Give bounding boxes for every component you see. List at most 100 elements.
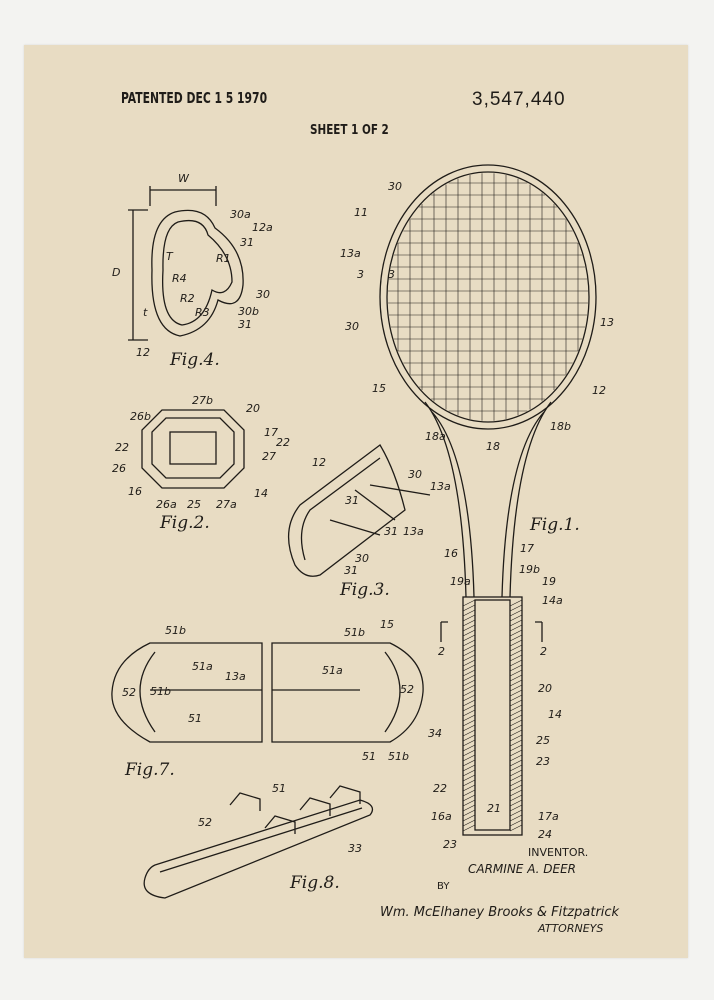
ref-numeral: 34 [428, 727, 442, 740]
grip-hatch-line [509, 819, 523, 827]
ref-numeral: 3 [388, 268, 395, 281]
grip-hatch-line [462, 739, 476, 747]
grip-hatch-line [509, 764, 523, 772]
grip-hatch-line [462, 794, 476, 802]
ref-numeral: 18 [486, 440, 500, 453]
grip-hatch-line [509, 689, 523, 697]
ref-numeral: 26 [112, 462, 126, 475]
fig4-label: Fig.4. [169, 350, 220, 370]
grip-hatch-line [462, 654, 476, 662]
fig4-cross-section: Fig.4. W 30a 12a 31 D T R1 R4 R2 R3 t 30… [112, 172, 273, 370]
grip-hatch-line [509, 629, 523, 637]
grip-hatch-line [462, 744, 476, 752]
ref-numeral: 15 [380, 618, 394, 631]
grip-hatch-line [509, 744, 523, 752]
ref-numeral: 12 [592, 384, 606, 397]
grip-hatch-line [509, 794, 523, 802]
ref-numeral: 27a [216, 498, 237, 511]
patent-number: 3,547,440 [472, 89, 566, 110]
grip-hatch-line [509, 639, 523, 647]
ref-numeral: 17 [264, 426, 278, 439]
grip-hatch-line [462, 709, 476, 717]
ref-numeral: 20 [538, 682, 552, 695]
grip-hatch-line [462, 749, 476, 757]
racket-strings [388, 173, 588, 421]
grip-hatch-line [509, 619, 523, 627]
ref-numeral: T [166, 250, 174, 263]
ref-numeral: 51b [344, 626, 365, 639]
grip-hatch-line [509, 679, 523, 687]
ref-numeral: 24 [538, 828, 552, 841]
fig3-label: Fig.3. [339, 580, 390, 600]
grip-hatch-line [462, 624, 476, 632]
grip-hatch-line [462, 814, 476, 822]
grip-hatch-line [462, 604, 476, 612]
grip-hatch-line [509, 739, 523, 747]
grip-hatch-line [509, 699, 523, 707]
grip-hatch-line [509, 704, 523, 712]
grip-hatch-line [462, 614, 476, 622]
ref-numeral: 14 [254, 487, 268, 500]
by-label: BY [437, 881, 450, 892]
grip-hatch-line [509, 769, 523, 777]
ref-numeral: D [112, 266, 120, 279]
fig7-frame-joint: Fig.7. 51b 51b 15 51a 13a 51a 52 51b 52 … [111, 618, 442, 780]
ref-numeral: 31 [345, 494, 359, 507]
grip-hatch-line [509, 724, 523, 732]
grip-hatch-line [509, 749, 523, 757]
grip-hatch-line [462, 789, 476, 797]
grip-hatch-line [462, 764, 476, 772]
grip-hatch-line [462, 714, 476, 722]
ref-numeral: 16a [431, 810, 452, 823]
ref-numeral: 14 [548, 708, 562, 721]
ref-numeral: 13 [600, 316, 614, 329]
grip-hatch-line [462, 759, 476, 767]
grip-hatch-line [462, 609, 476, 617]
ref-numeral: 21 [487, 802, 501, 815]
ref-numeral: 15 [372, 382, 386, 395]
ref-numeral: 25 [536, 734, 550, 747]
ref-numeral: 51b [150, 685, 171, 698]
ref-numeral: 52 [400, 683, 414, 696]
ref-numeral: 16 [444, 547, 458, 560]
ref-numeral: 19b [519, 563, 540, 576]
ref-numeral: 13a [340, 247, 361, 260]
ref-numeral: 27b [192, 394, 213, 407]
handle-grip-hatching [462, 599, 523, 832]
ref-numeral: 51b [388, 750, 409, 763]
grip-hatch-line [509, 719, 523, 727]
grip-hatch-line [462, 674, 476, 682]
patent-sheet: PATENTED DEC 1 5 1970 3,547,440 SHEET 1 … [24, 45, 688, 958]
ref-numeral: 30b [238, 305, 259, 318]
grip-hatch-line [509, 799, 523, 807]
grip-hatch-line [509, 759, 523, 767]
ref-numeral: 52 [198, 816, 212, 829]
ref-numeral: 18b [550, 420, 571, 433]
ref-numeral: 51 [272, 782, 286, 795]
ref-numeral: 3 [357, 268, 364, 281]
ref-numeral: 20 [246, 402, 260, 415]
grip-hatch-line [462, 729, 476, 737]
grip-hatch-line [462, 809, 476, 817]
ref-numeral: 30 [408, 468, 422, 481]
fig1-racket: Fig.1. 30 11 13a 3 3 30 13 15 12 18a 18 … [340, 164, 614, 851]
grip-hatch-line [509, 729, 523, 737]
ref-numeral: 26a [156, 498, 177, 511]
grip-hatch-line [462, 804, 476, 812]
ref-numeral: 13a [430, 480, 451, 493]
ref-numeral: W [178, 172, 190, 185]
grip-hatch-line [462, 644, 476, 652]
grip-hatch-line [509, 624, 523, 632]
grip-hatch-line [509, 654, 523, 662]
grip-hatch-line [462, 754, 476, 762]
grip-hatch-line [509, 784, 523, 792]
grip-hatch-line [509, 634, 523, 642]
signature-block: INVENTOR. CARMINE A. DEER BY Wm. McElhan… [380, 846, 620, 935]
grip-hatch-line [462, 599, 476, 607]
ref-numeral: 30 [355, 552, 369, 565]
grip-hatch-line [462, 679, 476, 687]
ref-numeral: 26b [130, 410, 151, 423]
grip-hatch-line [462, 769, 476, 777]
ref-numeral: R3 [195, 306, 210, 319]
grip-hatch-line [462, 724, 476, 732]
